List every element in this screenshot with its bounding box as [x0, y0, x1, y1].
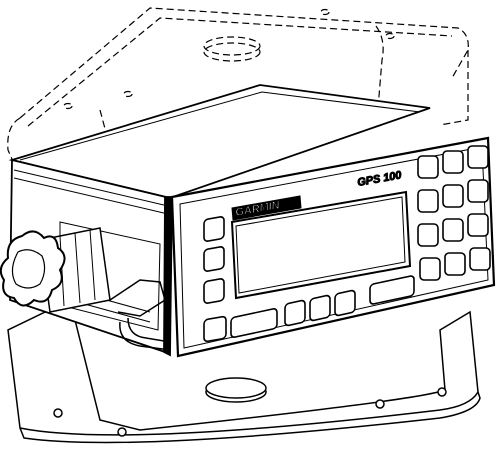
keypad-button[interactable] [310, 295, 330, 321]
keypad-button[interactable] [443, 151, 463, 173]
mounting-knob-icon[interactable] [1, 228, 110, 312]
keypad-button[interactable] [418, 190, 438, 212]
keypad-button[interactable] [443, 185, 463, 207]
keypad-button[interactable] [470, 248, 490, 270]
keypad-button[interactable] [418, 224, 438, 246]
keypad-button[interactable] [468, 180, 488, 202]
keypad-button[interactable] [445, 253, 465, 275]
keypad-button[interactable] [468, 146, 488, 168]
keypad-button[interactable] [335, 290, 355, 316]
keypad-button[interactable] [420, 258, 440, 280]
keypad-button[interactable] [204, 246, 224, 272]
keypad-button[interactable] [204, 316, 226, 342]
keypad-button[interactable] [468, 214, 488, 236]
keypad-button[interactable] [418, 156, 438, 178]
keypad-button[interactable] [204, 216, 224, 242]
keypad-button[interactable] [443, 219, 463, 241]
keypad-button[interactable] [204, 278, 224, 304]
keypad-button[interactable] [285, 300, 305, 326]
